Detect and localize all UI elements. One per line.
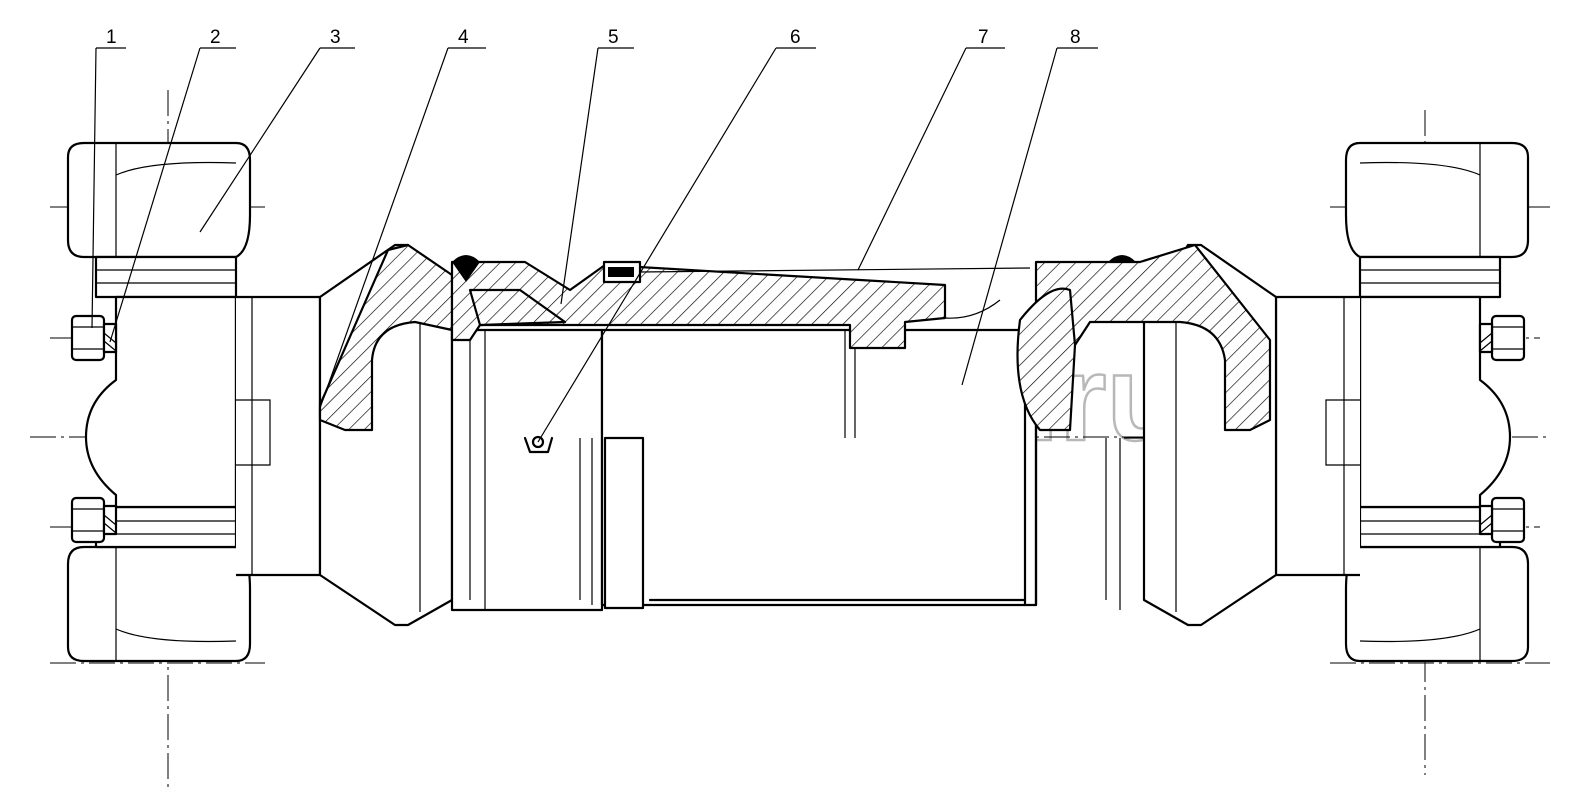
callout-label-5: 5 — [608, 27, 619, 48]
callout-5: 5 — [560, 27, 634, 305]
callout-2: 2 — [109, 27, 236, 343]
callout-8: 8 — [961, 27, 1098, 386]
callout-1: 1 — [91, 27, 126, 329]
callout-label-3: 3 — [330, 27, 341, 48]
callout-6: 6 — [537, 27, 816, 443]
callout-label-8: 8 — [1070, 27, 1081, 48]
callout-label-7: 7 — [978, 27, 989, 48]
callout-label-4: 4 — [458, 27, 469, 48]
callout-3: 3 — [199, 27, 355, 233]
left-universal-joint — [68, 143, 472, 661]
section-view — [318, 243, 1272, 454]
callout-4: 4 — [319, 27, 486, 409]
callout-7: 7 — [857, 27, 1005, 271]
callout-label-6: 6 — [790, 27, 801, 48]
right-universal-joint — [1124, 143, 1528, 661]
callout-label-1: 1 — [106, 27, 117, 48]
callout-label-2: 2 — [210, 27, 221, 48]
